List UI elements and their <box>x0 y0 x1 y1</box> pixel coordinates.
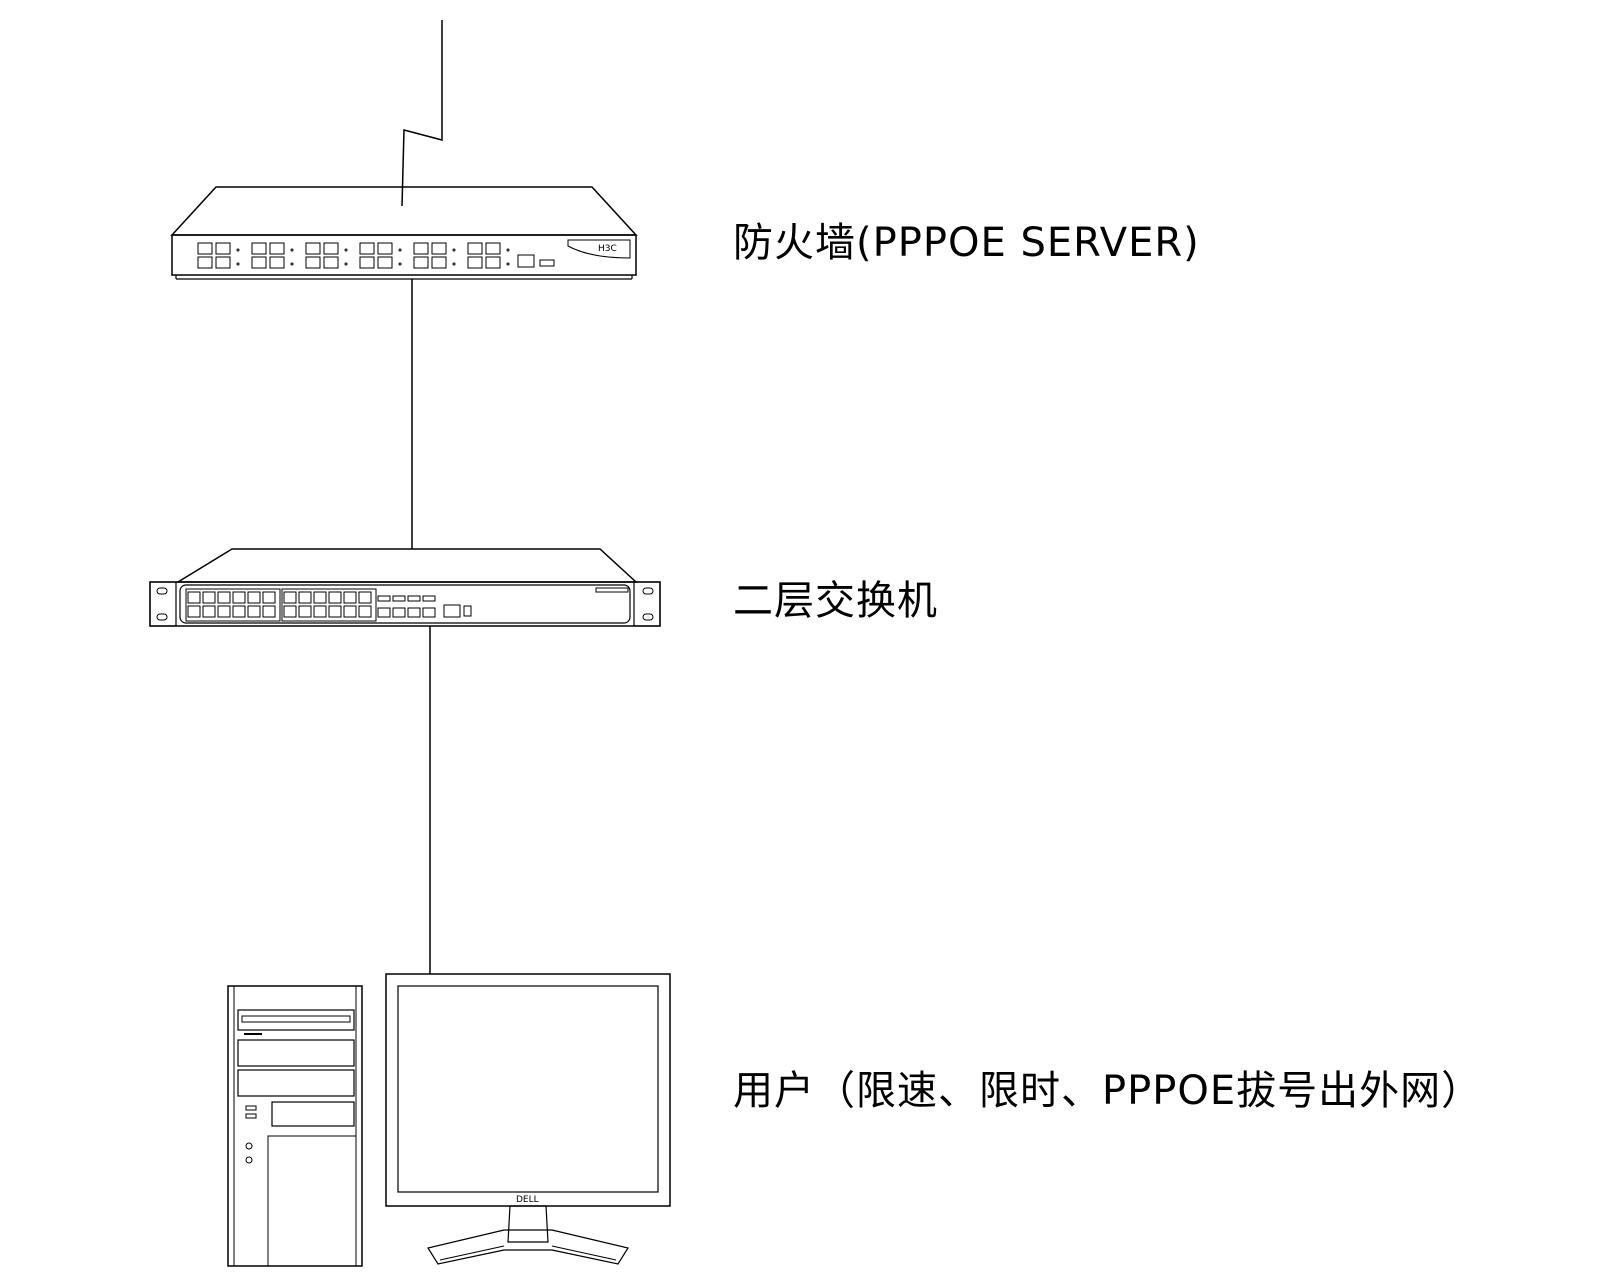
firewall-port <box>269 242 285 255</box>
firewall-port-led <box>452 262 456 266</box>
firewall-port <box>251 256 267 269</box>
firewall-port <box>485 256 501 269</box>
firewall-port <box>323 256 339 269</box>
switch-port-group <box>185 588 281 622</box>
switch-sfp-port <box>392 607 406 618</box>
monitor: DELL <box>385 973 671 1265</box>
switch-port <box>217 605 231 618</box>
switch-port <box>247 591 261 604</box>
firewall-port-led <box>506 262 510 266</box>
switch-sfp-port <box>407 595 421 602</box>
firewall-port <box>305 256 321 269</box>
firewall-port-led <box>452 248 456 252</box>
firewall-port <box>431 242 447 255</box>
firewall-port <box>215 256 231 269</box>
switch-port <box>262 591 276 604</box>
switch-port <box>358 605 372 618</box>
switch-sfp-port <box>377 607 391 618</box>
switch-label: 二层交换机 <box>733 578 938 624</box>
switch-port <box>313 605 327 618</box>
switch-sfp-port <box>377 595 391 602</box>
firewall-port-bank <box>197 242 510 269</box>
firewall-port <box>197 242 213 255</box>
switch-port <box>298 605 312 618</box>
switch-port <box>232 591 246 604</box>
switch-port <box>283 605 297 618</box>
switch-port <box>313 591 327 604</box>
switch-port <box>343 591 357 604</box>
switch-port-bank <box>185 588 436 622</box>
user-label: 用户（限速、限时、PPPOE拔号出外网） <box>733 1068 1483 1114</box>
switch-device <box>149 548 661 627</box>
switch-port <box>247 605 261 618</box>
firewall-port-led <box>290 248 294 252</box>
firewall-port <box>323 242 339 255</box>
firewall-port-led <box>506 248 510 252</box>
firewall-port <box>377 242 393 255</box>
firewall-port <box>197 256 213 269</box>
switch-port <box>187 605 201 618</box>
switch-port-group <box>281 588 377 622</box>
switch-port <box>328 591 342 604</box>
switch-sfp-port <box>422 607 436 618</box>
switch-port <box>217 591 231 604</box>
firewall-port <box>269 256 285 269</box>
switch-port <box>262 605 276 618</box>
firewall-label: 防火墙(PPPOE SERVER) <box>733 220 1200 266</box>
switch-port <box>202 591 216 604</box>
firewall-port-led <box>398 248 402 252</box>
firewall-port-led <box>344 262 348 266</box>
firewall-port-led <box>236 262 240 266</box>
firewall-port-led <box>236 248 240 252</box>
switch-port <box>283 591 297 604</box>
switch-port <box>232 605 246 618</box>
firewall-port-led <box>290 262 294 266</box>
firewall-port <box>377 256 393 269</box>
firewall-device: H3C <box>170 186 638 280</box>
firewall-port <box>413 242 429 255</box>
firewall-port <box>485 242 501 255</box>
firewall-port <box>215 242 231 255</box>
switch-sfp-port <box>392 595 406 602</box>
monitor-brand-text: DELL <box>516 1195 539 1205</box>
switch-port <box>187 591 201 604</box>
firewall-port <box>305 242 321 255</box>
switch-port <box>328 605 342 618</box>
firewall-port <box>467 256 483 269</box>
switch-port <box>358 591 372 604</box>
switch-sfp-port <box>407 607 421 618</box>
switch-port <box>343 605 357 618</box>
switch-port <box>298 591 312 604</box>
firewall-port <box>431 256 447 269</box>
firewall-port <box>359 256 375 269</box>
firewall-port-led <box>344 248 348 252</box>
firewall-brand-text: H3C <box>598 244 617 254</box>
wan-uplink-line <box>401 20 443 207</box>
pc-tower <box>227 985 363 1267</box>
switch-sfp-port <box>422 595 436 602</box>
firewall-port <box>467 242 483 255</box>
switch-port <box>202 605 216 618</box>
firewall-port-led <box>398 262 402 266</box>
firewall-port <box>251 242 267 255</box>
firewall-port <box>359 242 375 255</box>
firewall-port <box>413 256 429 269</box>
